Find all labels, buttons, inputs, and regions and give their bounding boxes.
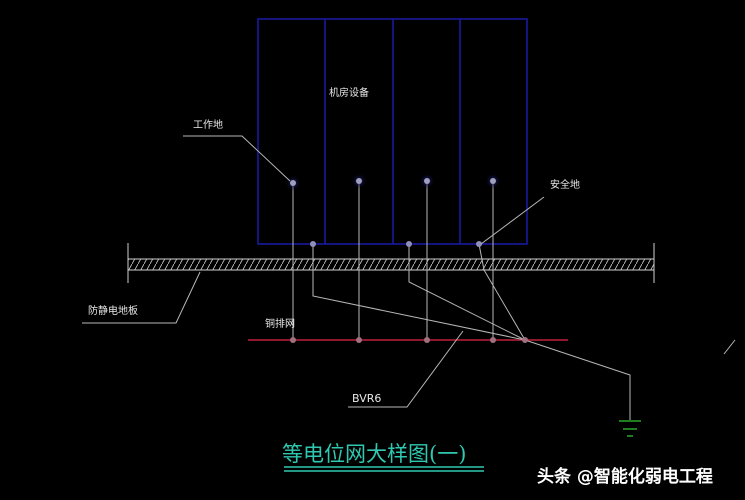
watermark: 头条 @智能化弱电工程 (537, 467, 713, 487)
working-ground-terminals (285, 173, 501, 191)
drawing-title: 等电位网大样图(一) (282, 442, 466, 466)
equipment-cabinet (257, 18, 528, 245)
safety-ground-terminals (310, 241, 482, 247)
copper-mesh-label: 铜排网 (265, 317, 295, 330)
working-ground-label: 工作地 (193, 118, 223, 131)
equipment-label: 机房设备 (329, 86, 369, 99)
safety-ground-label: 安全地 (550, 178, 580, 191)
leader-lines (82, 135, 736, 408)
copper-bar-terminals (290, 337, 528, 343)
antistatic-floor-label: 防静电地板 (88, 304, 138, 317)
ground-wires (292, 183, 631, 420)
cable-label: BVR6 (352, 392, 381, 405)
ground-symbol-icon (619, 420, 641, 437)
antistatic-floor (127, 243, 655, 283)
